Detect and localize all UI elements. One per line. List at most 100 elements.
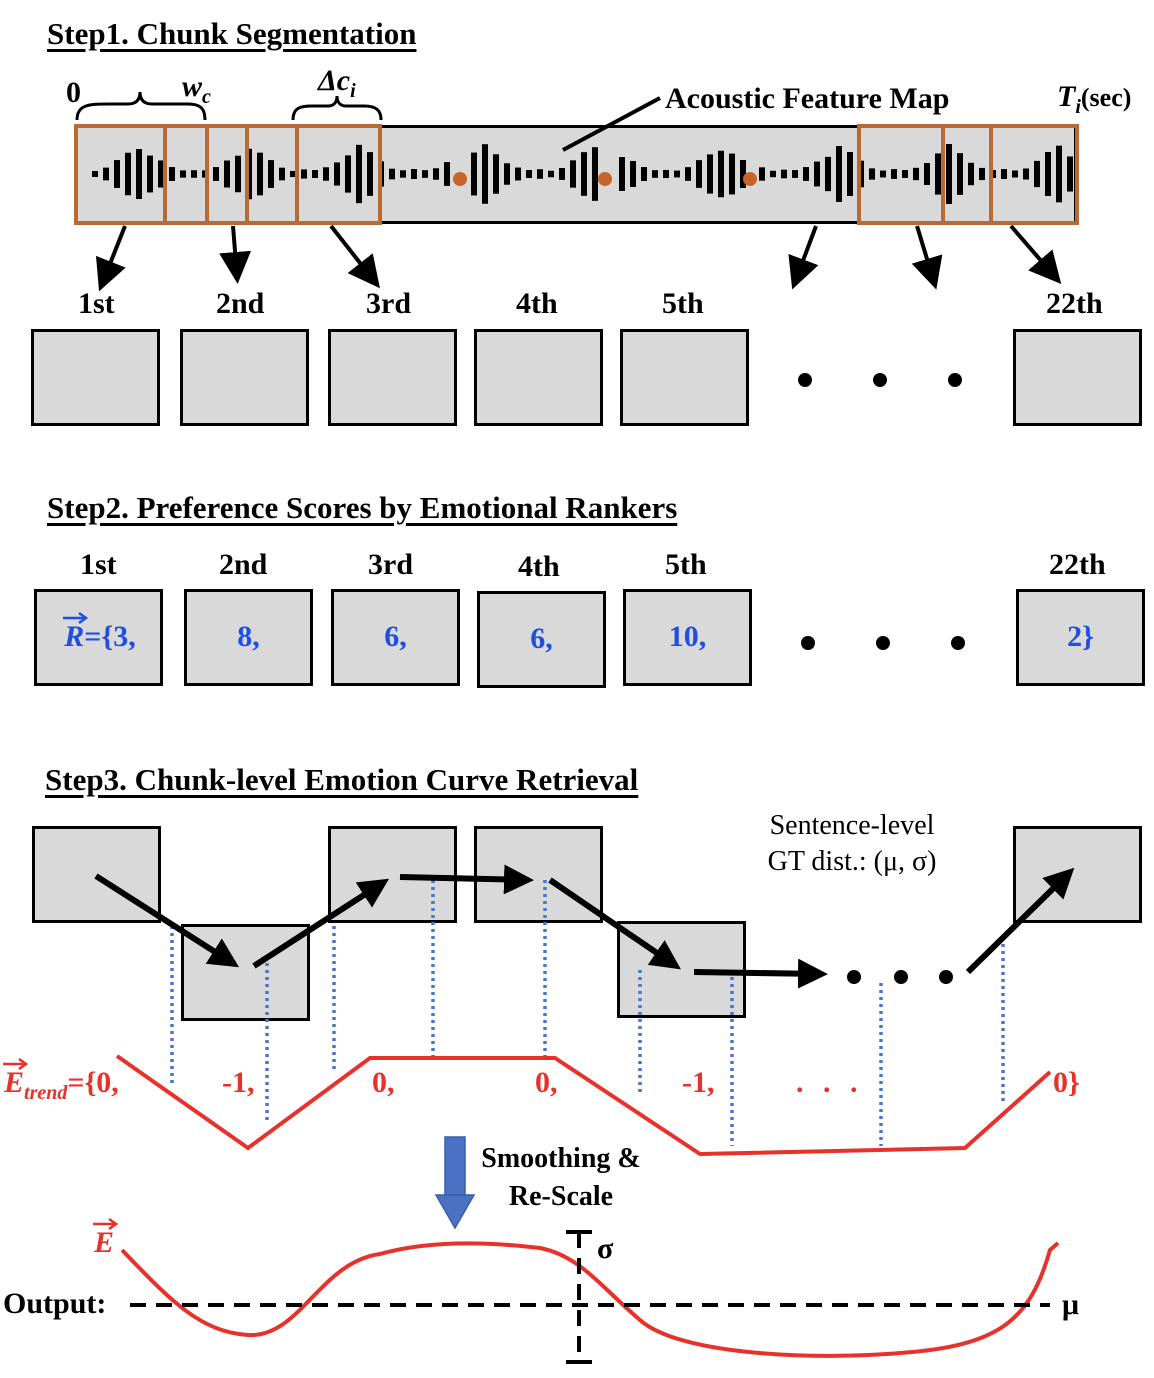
waveform-bar	[279, 167, 285, 181]
step2-chunk-label-5: 5th	[665, 548, 707, 581]
step1-chunk-label-4: 4th	[516, 287, 558, 320]
waveform-bar	[334, 162, 340, 186]
waveform-bar	[290, 170, 296, 178]
waveform-bar	[433, 168, 439, 180]
step1-chunk-box	[31, 329, 160, 426]
waveform-bar	[180, 170, 186, 178]
guide-lines	[170, 880, 1005, 1146]
waveform-bar	[707, 154, 713, 194]
waveform-bar	[1045, 152, 1051, 196]
vector-r-symbol: R	[64, 620, 85, 653]
ellipsis-dots-orange	[453, 172, 757, 186]
waveform-bar	[1034, 160, 1040, 188]
waveform-bar	[641, 167, 647, 181]
waveform-bar	[356, 144, 362, 204]
waveform-bar	[1001, 169, 1007, 179]
window-size-label: wc	[182, 70, 211, 108]
waveform-bar	[1012, 170, 1018, 178]
score-chunk-5: 10,	[668, 620, 707, 653]
waveform-bar	[301, 169, 307, 179]
waveform-bar	[581, 152, 587, 196]
score-chunk-22: 2}	[1067, 620, 1094, 653]
waveform-bar	[191, 170, 197, 178]
score-chunk-4: 6,	[530, 622, 553, 655]
step2-chunk-label-4: 4th	[518, 550, 560, 583]
waveform-bar	[400, 170, 406, 178]
waveform-bar	[125, 152, 131, 196]
step1-chunk-label-5: 5th	[662, 287, 704, 320]
trend-vector-start: Etrend ={0,	[3, 1058, 119, 1105]
gt-distribution-label: Sentence-level GT dist.: (μ, σ)	[767, 810, 937, 877]
feature-map-label: Acoustic Feature Map	[665, 82, 950, 115]
waveform-bar	[770, 170, 776, 178]
step1-chunk-box	[180, 329, 309, 426]
waveform-bar	[482, 144, 488, 204]
step3-chunk-box	[474, 826, 603, 923]
waveform-bar	[630, 161, 636, 187]
waveform-bar	[946, 144, 952, 204]
waveform-bar	[957, 153, 963, 195]
step1-chunk-label-3: 3rd	[366, 287, 411, 320]
waveform-bar	[323, 167, 329, 181]
trend-value-4: 0,	[535, 1066, 558, 1099]
waveform-bar	[663, 169, 669, 179]
waveform-bar	[869, 168, 875, 180]
waveform-bar	[803, 167, 809, 181]
step1-chunk-box	[474, 329, 603, 426]
waveform-bar	[619, 157, 625, 191]
waveform-bar	[493, 154, 499, 194]
waveform-bar	[312, 170, 318, 178]
shift-brace	[291, 95, 383, 121]
waveform-bar	[257, 152, 263, 196]
waveform-bar	[548, 170, 554, 178]
waveform-bar	[880, 170, 886, 178]
step2-score-box	[477, 591, 606, 688]
waveform-bar	[515, 167, 521, 181]
waveform	[92, 144, 1073, 204]
step1-heading: Step1. Chunk Segmentation	[47, 16, 417, 51]
trend-value-2: -1,	[222, 1066, 255, 1099]
score-chunk-2: 8,	[237, 620, 260, 653]
waveform-bar	[559, 168, 565, 180]
shift-size-label: Δci	[318, 64, 356, 102]
waveform-bar	[213, 167, 219, 181]
waveform-bar	[674, 170, 680, 178]
step2-heading: Step2. Preference Scores by Emotional Ra…	[47, 490, 678, 525]
waveform-bar	[685, 167, 691, 181]
waveform-bar	[759, 167, 765, 181]
step1-chunk-box	[328, 329, 457, 426]
end-time-label: Ti(sec)	[1057, 80, 1132, 118]
waveform-bar	[570, 160, 576, 188]
waveform-bar	[836, 146, 842, 202]
trend-value-5: -1,	[682, 1066, 715, 1099]
step1-chunk-label-22: 22th	[1046, 287, 1103, 320]
step2-score-box	[331, 589, 460, 686]
waveform-bar	[268, 160, 274, 188]
waveform-bar	[968, 162, 974, 186]
down-arrow-icon	[434, 1136, 476, 1230]
feature-map-pointer	[562, 96, 661, 152]
trend-value-3: 0,	[372, 1066, 395, 1099]
waveform-bar	[792, 170, 798, 178]
output-label: Output:	[3, 1287, 107, 1320]
waveform-bar	[224, 160, 230, 188]
waveform-bar	[504, 163, 510, 185]
step2-chunk-label-22: 22th	[1049, 548, 1106, 581]
waveform-bar	[652, 170, 658, 178]
sigma-label: σ	[597, 1232, 614, 1265]
vector-arrow-icon	[93, 1218, 118, 1230]
step2-chunk-label-1: 1st	[80, 548, 117, 581]
waveform-bar	[913, 167, 919, 181]
waveform-bar	[847, 152, 853, 196]
output-vector-symbol: E	[93, 1218, 118, 1260]
step2-score-box	[184, 589, 313, 686]
start-time-label: 0	[66, 76, 81, 109]
vector-arrow-icon	[63, 612, 89, 624]
waveform-bar	[814, 161, 820, 187]
trend-ellipsis: . . .	[796, 1066, 864, 1099]
waveform-bar	[696, 160, 702, 188]
waveform-bar	[92, 171, 98, 177]
step3-heading: Step3. Chunk-level Emotion Curve Retriev…	[45, 762, 639, 797]
